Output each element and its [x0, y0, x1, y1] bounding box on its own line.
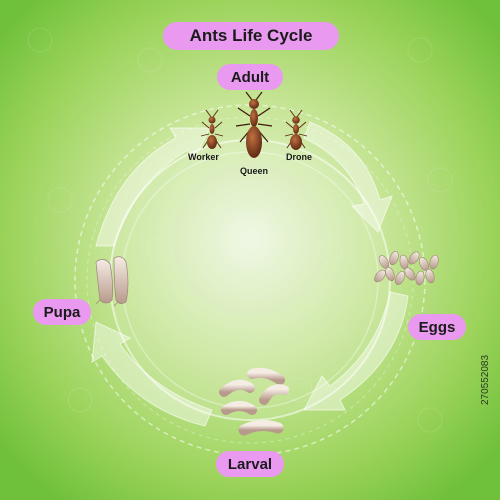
watermark-pattern [27, 27, 453, 433]
stage-label-pupa: Pupa [33, 299, 91, 325]
pupae-icon [95, 256, 129, 307]
arrow-larval-to-pupa [91, 321, 213, 427]
larvae-icon [219, 367, 289, 436]
worker-ant-icon [200, 109, 224, 149]
diagram-title: Ants Life Cycle [163, 22, 339, 50]
drone-ant-icon [284, 109, 308, 150]
caste-label-drone: Drone [286, 152, 313, 162]
eggs-icon [374, 250, 439, 286]
caste-label-queen: Queen [240, 166, 269, 176]
arrow-adult-to-eggs [303, 121, 393, 233]
stage-label-larval: Larval [216, 451, 284, 477]
queen-ant-icon [235, 91, 273, 158]
caste-label-worker: Worker [188, 152, 219, 162]
arrow-eggs-to-larval [303, 291, 409, 411]
stock-id-text: 270552083 [480, 354, 491, 406]
cycle-arrows [91, 121, 409, 427]
stage-label-adult: Adult [217, 64, 283, 90]
stage-label-eggs: Eggs [408, 314, 466, 340]
arrow-pupa-to-adult [95, 127, 211, 247]
